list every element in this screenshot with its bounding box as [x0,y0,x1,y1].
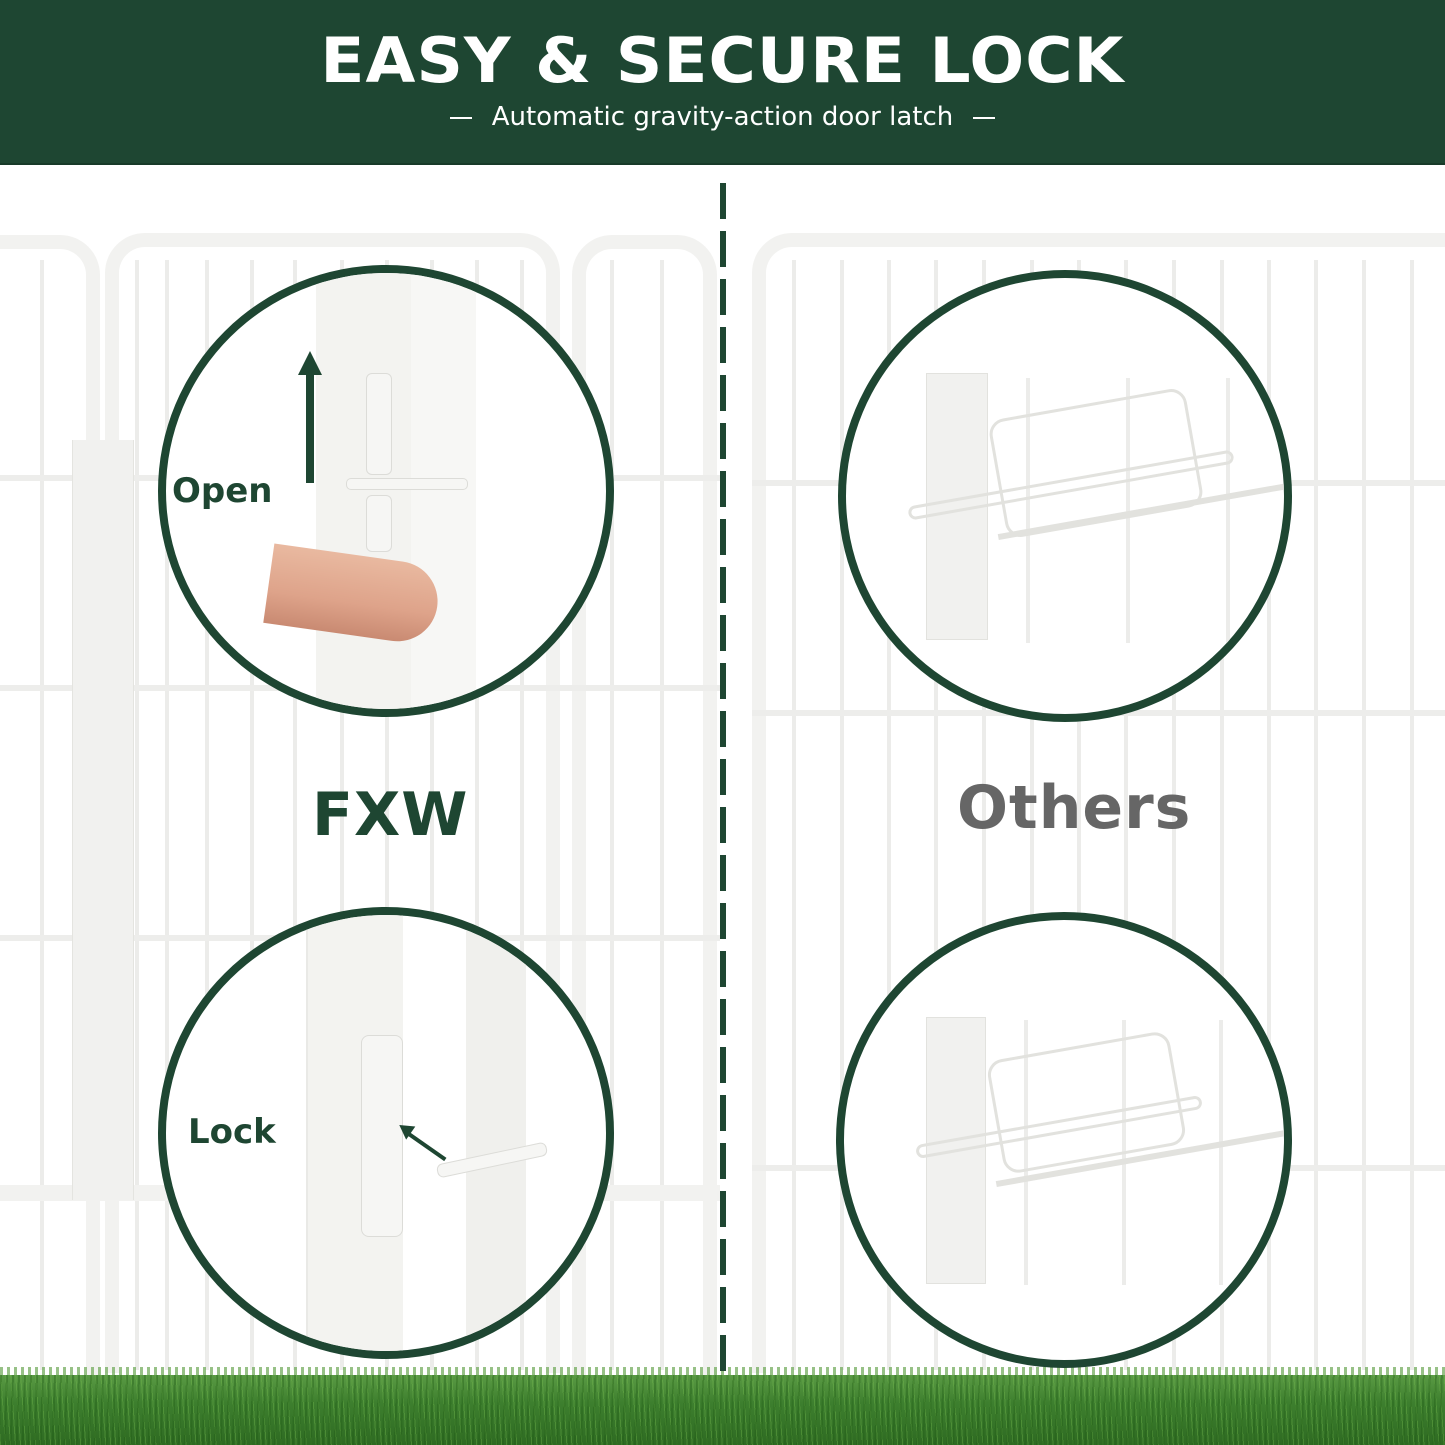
page-title: EASY & SECURE LOCK [320,24,1125,97]
arrow-up-icon-head [298,351,322,375]
fence-scene: Open Lock FXW Others [0,165,1445,1445]
latch-spring-upper [366,373,392,475]
subtitle-text: Automatic gravity-action door latch [491,102,954,132]
header-banner: EASY & SECURE LOCK Automatic gravity-act… [0,0,1445,165]
latch-handle-bar [346,478,468,490]
others-detail-circle-bottom [836,912,1292,1368]
dash-right-decoration [973,116,996,119]
door-latch-rod [72,440,134,1200]
arrow-up-icon [306,373,314,483]
page-subtitle: Automatic gravity-action door latch [0,102,1445,132]
arrow-up-left-icon [404,1130,447,1162]
grass-ground [0,1375,1445,1445]
fxw-lock-detail-circle: Lock [158,907,614,1359]
others-brand-label: Others [957,773,1192,843]
open-label: Open [172,471,273,511]
dash-left-decoration [449,116,472,119]
lock-label: Lock [188,1112,276,1152]
fence-panel-frame [752,233,1445,1373]
others-detail-circle-top [838,270,1292,722]
fxw-open-detail-circle: Open [158,265,614,717]
dashed-divider [720,183,726,1378]
fxw-brand-label: FXW [312,780,469,850]
latch-spring-lower [366,495,392,552]
latch-receiver [361,1035,403,1237]
